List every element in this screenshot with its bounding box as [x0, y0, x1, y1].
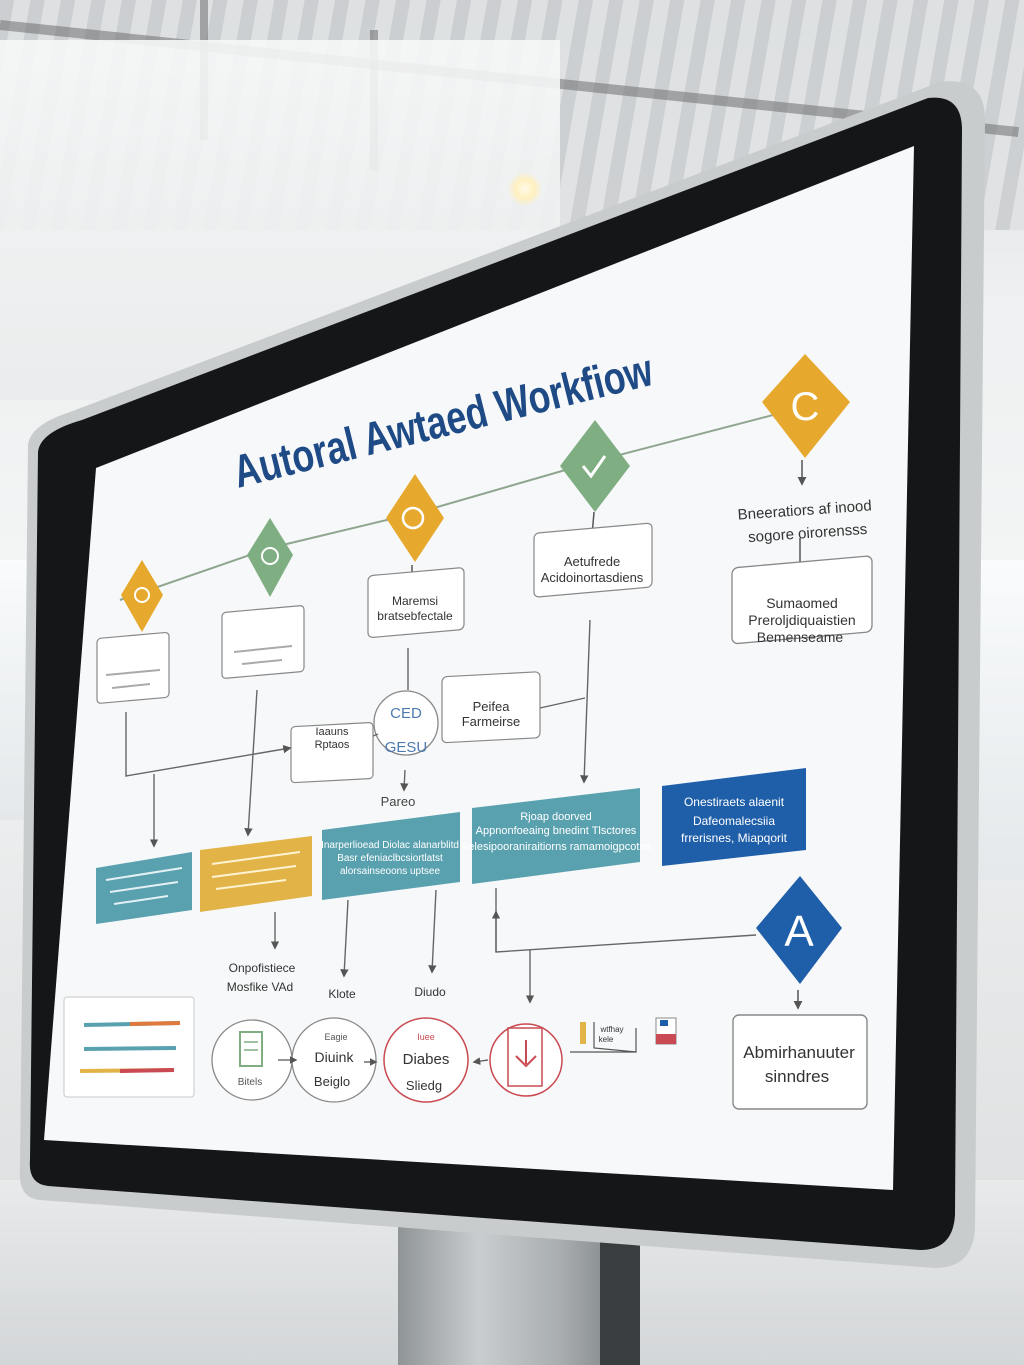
circle-bottom-4	[489, 1023, 563, 1097]
bar-navy-line-1: Onestiraets alaenit	[684, 795, 785, 809]
bar-navy: Onestiraets alaenit Dafeomalecsiia frrer…	[662, 768, 806, 866]
circle-center: CED GESU	[373, 690, 439, 756]
circle-bottom-1: Bitels	[211, 1019, 293, 1101]
diamond-orange-2	[386, 474, 444, 562]
note-left-bottom-2: Mosfike VAd	[227, 980, 293, 994]
bar-teal-2-line-3: Aelesipooraniraitiorns ramamoigpcotes	[461, 841, 652, 853]
diamond-green-2	[560, 420, 630, 512]
box-6-line-2: Rptaos	[315, 739, 350, 751]
box-4-line-1: Aetufrede	[564, 554, 620, 569]
diamond-green-1	[247, 518, 293, 597]
flag-label-line-1: wtfhay	[599, 1025, 623, 1034]
box-6-line-1: Iaauns	[315, 726, 349, 738]
diamond-orange-c: C	[762, 354, 850, 458]
note-right-top-1: Bneeratiors af inood	[737, 497, 872, 523]
box-bottom-right-line-2: sinndres	[765, 1067, 829, 1086]
box-3-line-2: bratsebfectale	[377, 609, 453, 623]
circle-bottom-2-line-1: Diuink	[315, 1049, 355, 1065]
circle-bottom-1-label: Bitels	[238, 1077, 262, 1088]
center-label: Pareo	[381, 794, 416, 809]
mid-label-1: Klote	[328, 987, 356, 1001]
box-3-line-1: Maremsi	[392, 594, 438, 608]
mid-label-2: Diudo	[414, 985, 446, 999]
bar-navy-line-3: frrerisnes, Miapqorit	[681, 831, 788, 845]
flag-label: wtfhay kele	[570, 1022, 637, 1053]
circle-bottom-2-line-2: Beiglo	[314, 1074, 350, 1089]
note-left-bottom-1: Onpofistiece	[229, 961, 296, 975]
bar-teal-1: Inarperlioead Diolac alanarblitd Basr ef…	[321, 812, 460, 900]
bar-teal-left	[96, 852, 192, 924]
bar-navy-line-2: Dafeomalecsiia	[693, 814, 775, 828]
box-5: Sumaomed Preroljdiquaistien Bemenseame	[731, 555, 873, 645]
bar-teal-1-line-3: alorsainseoons uptsee	[340, 866, 441, 877]
note-right-top-2: sogore oirorensss	[748, 521, 868, 546]
circle-bottom-3-line-1: Diabes	[403, 1051, 450, 1068]
bar-teal-1-line-2: Basr efeniaclbcsiortlatst	[337, 853, 443, 864]
box-3: Maremsi bratsebfectale	[367, 567, 465, 638]
ceiling-light	[508, 172, 542, 206]
circle-bottom-3-top: Iuee	[417, 1032, 435, 1042]
diamond-orange-1	[121, 560, 163, 632]
box-4-line-2: Acidoinortasdiens	[541, 570, 644, 585]
flag-label-line-2: kele	[599, 1035, 614, 1044]
circle-center-line-2: GESU	[385, 739, 428, 756]
box-5-line-2: Preroljdiquaistien	[748, 612, 855, 628]
box-5-line-3: Bemenseame	[757, 629, 844, 645]
bar-yellow	[200, 836, 312, 912]
legend-card	[63, 996, 195, 1098]
box-4: Aetufrede Acidoinortasdiens	[533, 522, 653, 598]
box-7-line-2: Farmeirse	[462, 714, 521, 729]
bar-teal-1-line-1: Inarperlioead Diolac alanarblitd	[321, 840, 459, 851]
circle-bottom-3: Iuee Diabes Sliedg	[383, 1017, 469, 1103]
bar-teal-2-line-1: Rjoap doorved	[520, 811, 592, 823]
box-bottom-right: Abmirhanuuter sinndres	[732, 1014, 868, 1110]
c-letter: C	[791, 385, 820, 429]
box-bottom-right-line-1: Abmirhanuuter	[743, 1043, 855, 1062]
box-5-line-1: Sumaomed	[766, 595, 838, 611]
circle-bottom-2: Eagie Diuink Beiglo	[291, 1017, 377, 1103]
circle-bottom-2-top: Eagie	[324, 1032, 347, 1042]
screen-surface	[44, 146, 914, 1190]
bar-teal-2: Rjoap doorved Appnonfoeaing bnedint Tlsc…	[461, 788, 652, 884]
circle-center-line-1: CED	[390, 705, 422, 722]
legend-line-3b	[119, 1068, 175, 1073]
window-band	[975, 560, 1024, 880]
box-7-line-1: Peifea	[473, 699, 511, 714]
box-7: Peifea Farmeirse	[441, 671, 541, 744]
circle-bottom-3-line-2: Sliedg	[406, 1078, 442, 1093]
monitor-stand-shadow	[600, 1230, 640, 1365]
box-1	[96, 631, 170, 704]
legend-line-2	[83, 1046, 177, 1051]
box-6: Iaauns Rptaos	[290, 722, 374, 784]
download-icon	[515, 1040, 537, 1068]
diamond-navy-a: A	[756, 876, 842, 984]
flag-icon	[655, 1017, 677, 1045]
a-letter: A	[784, 907, 814, 956]
box-2	[221, 605, 305, 679]
bar-teal-2-line-2: Appnonfoeaing bnedint Tlsctores	[476, 825, 637, 837]
legend-line-1b	[129, 1021, 181, 1026]
